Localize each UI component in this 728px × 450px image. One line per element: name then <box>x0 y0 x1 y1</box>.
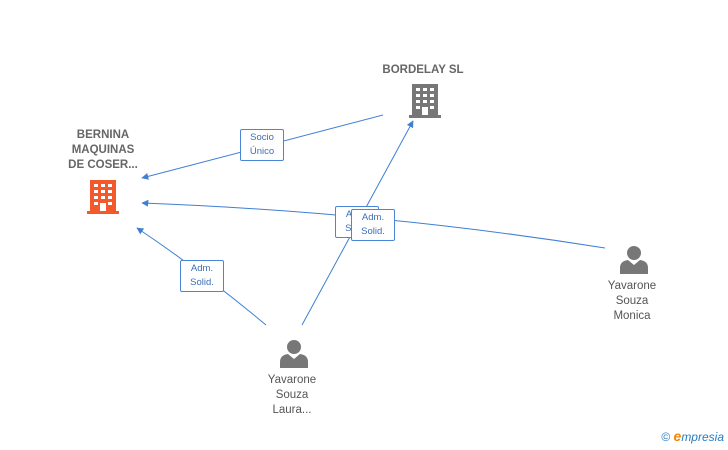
edge-label-line: Solid. <box>190 277 214 288</box>
node-label-line: BERNINA <box>76 129 130 141</box>
node-label-bordelay[interactable]: BORDELAY SL <box>368 63 478 78</box>
edge-label-line: Único <box>249 146 275 157</box>
node-label-laura[interactable]: Yavarone Souza Laura... <box>242 373 342 418</box>
copyright-icon: © <box>661 430 671 444</box>
person-icon[interactable] <box>280 340 308 368</box>
edge-label-line: Adm. <box>361 212 385 223</box>
node-label-line: DE COSER... <box>68 159 138 171</box>
node-label-line: MAQUINAS <box>71 144 135 156</box>
node-label-monica[interactable]: Yavarone Souza Monica <box>582 279 682 324</box>
empresia-watermark: © empresia <box>661 428 724 444</box>
node-label-bernina[interactable]: BERNINA MAQUINAS DE COSER... <box>48 128 158 173</box>
edge-label-line: Solid. <box>361 226 385 237</box>
node-label-line: Monica <box>613 310 651 322</box>
node-label-line: Yavarone <box>267 374 317 386</box>
node-label-line: Laura... <box>272 404 312 416</box>
edge-label-line: Socio <box>250 132 274 143</box>
edge-label-line: Adm. <box>190 263 214 274</box>
edge-label-socio-unico[interactable]: Socio Único <box>240 129 284 161</box>
node-label-line: BORDELAY SL <box>382 64 464 76</box>
brand-initial: e <box>673 428 682 444</box>
node-label-line: Souza <box>275 389 309 401</box>
building-icon[interactable] <box>409 84 441 118</box>
node-label-line: Yavarone <box>607 280 657 292</box>
person-icon[interactable] <box>620 246 648 274</box>
node-label-line: Souza <box>615 295 649 307</box>
brand-name: mpresia <box>681 430 724 444</box>
edge-label-adm-solid[interactable]: Adm. Solid. <box>351 209 395 241</box>
building-icon[interactable] <box>87 180 119 214</box>
edge-label-adm-solid[interactable]: Adm. Solid. <box>180 260 224 292</box>
